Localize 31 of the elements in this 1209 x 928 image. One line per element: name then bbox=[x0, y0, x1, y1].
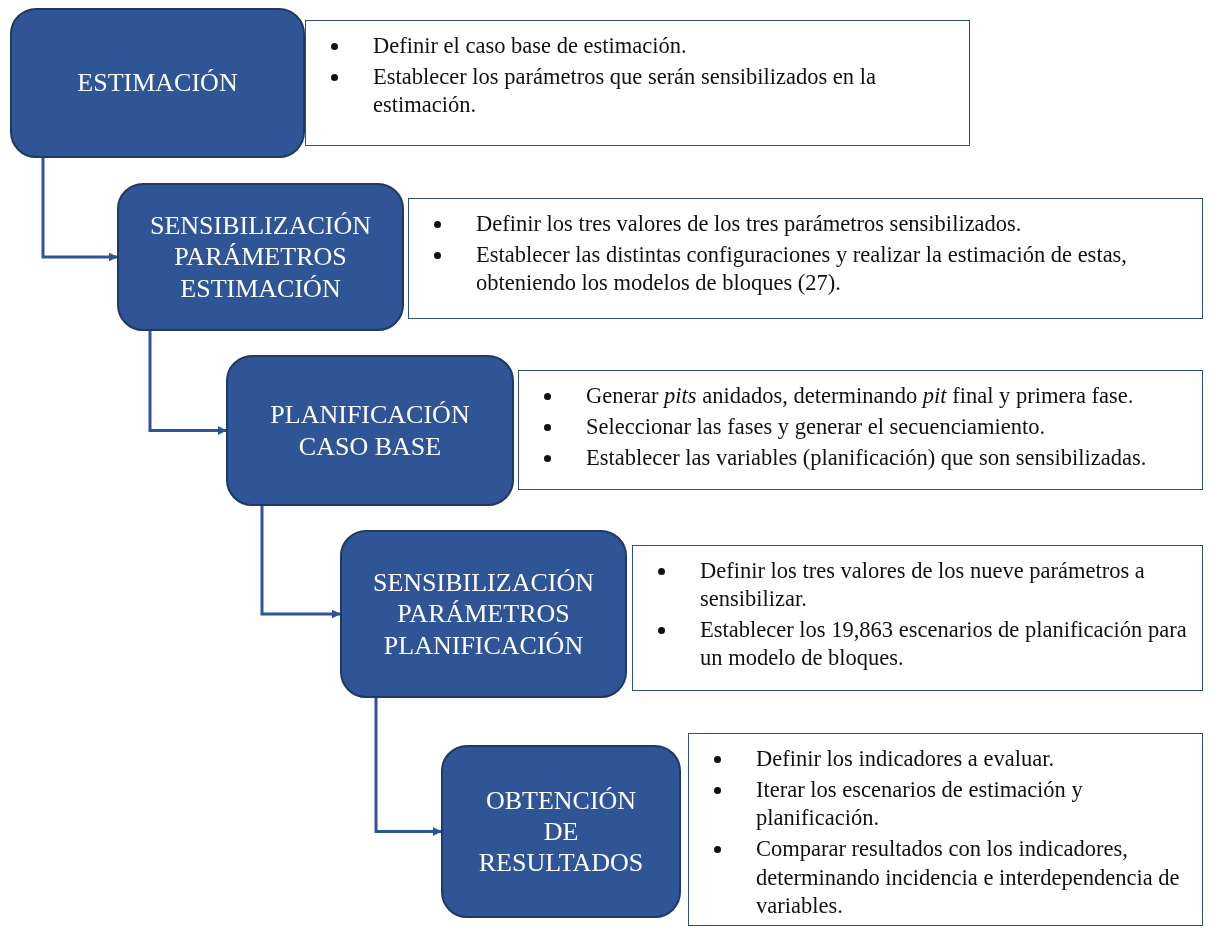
bullet-item: Definir los tres valores de los tres parámetros sensibilizados. bbox=[476, 210, 1023, 238]
bullet-item: Iterar los escenarios de estimación y planificación. bbox=[756, 776, 1084, 833]
step-title: SENSIBILIZACIÓN PARÁMETROS PLANIFICACIÓN bbox=[372, 567, 595, 661]
step-box bbox=[441, 745, 681, 918]
bent-arrow bbox=[148, 331, 227, 435]
bullet-item: Seleccionar las fases y generar el secuenciamiento. bbox=[586, 413, 1047, 442]
step-title: ESTIMACIÓN bbox=[77, 67, 238, 99]
note-box bbox=[408, 198, 1203, 319]
note-box bbox=[688, 733, 1203, 926]
step-box bbox=[340, 530, 627, 698]
bullet-item: Establecer los 19,863 escenarios de planificación para un modelo de bloques. bbox=[700, 616, 1188, 673]
step-box bbox=[117, 183, 404, 331]
step-box bbox=[10, 8, 305, 158]
step-title: PLANIFICACIÓN CASO BASE bbox=[269, 399, 471, 462]
bullet-item: Establecer las variables (planificación) que son sensibilizadas. bbox=[586, 444, 1148, 473]
bent-arrow bbox=[260, 506, 341, 619]
step-title: OBTENCIÓN DE RESULTADOS bbox=[477, 784, 645, 879]
bullet-item: Definir los tres valores de los nueve parámetros a sensibilizar. bbox=[700, 557, 1146, 614]
step-box bbox=[226, 355, 514, 506]
note-box bbox=[305, 20, 970, 146]
bent-arrow bbox=[41, 158, 118, 262]
bullet-item: Establecer las distintas configuraciones y realizar la estimación de estas, obteniendo los modelos de bloques (27). bbox=[476, 241, 1128, 298]
bullet-item: Definir el caso base de estimación. bbox=[373, 32, 688, 60]
bullet-item: Establecer los parámetros que serán sensibilizados en la estimación. bbox=[373, 63, 877, 120]
bent-arrow bbox=[374, 698, 442, 836]
note-box bbox=[518, 370, 1203, 490]
step-title: SENSIBILIZACIÓN PARÁMETROS ESTIMACIÓN bbox=[149, 210, 372, 304]
bullet-item: Generar pits anidados, determinando pit final y primera fase. bbox=[586, 382, 1135, 410]
bullet-item: Comparar resultados con los indicadores, determinando incidencia e interdependencia de variables. bbox=[756, 835, 1181, 920]
note-box bbox=[632, 545, 1203, 691]
bullet-item: Definir los indicadores a evaluar. bbox=[756, 745, 1055, 773]
